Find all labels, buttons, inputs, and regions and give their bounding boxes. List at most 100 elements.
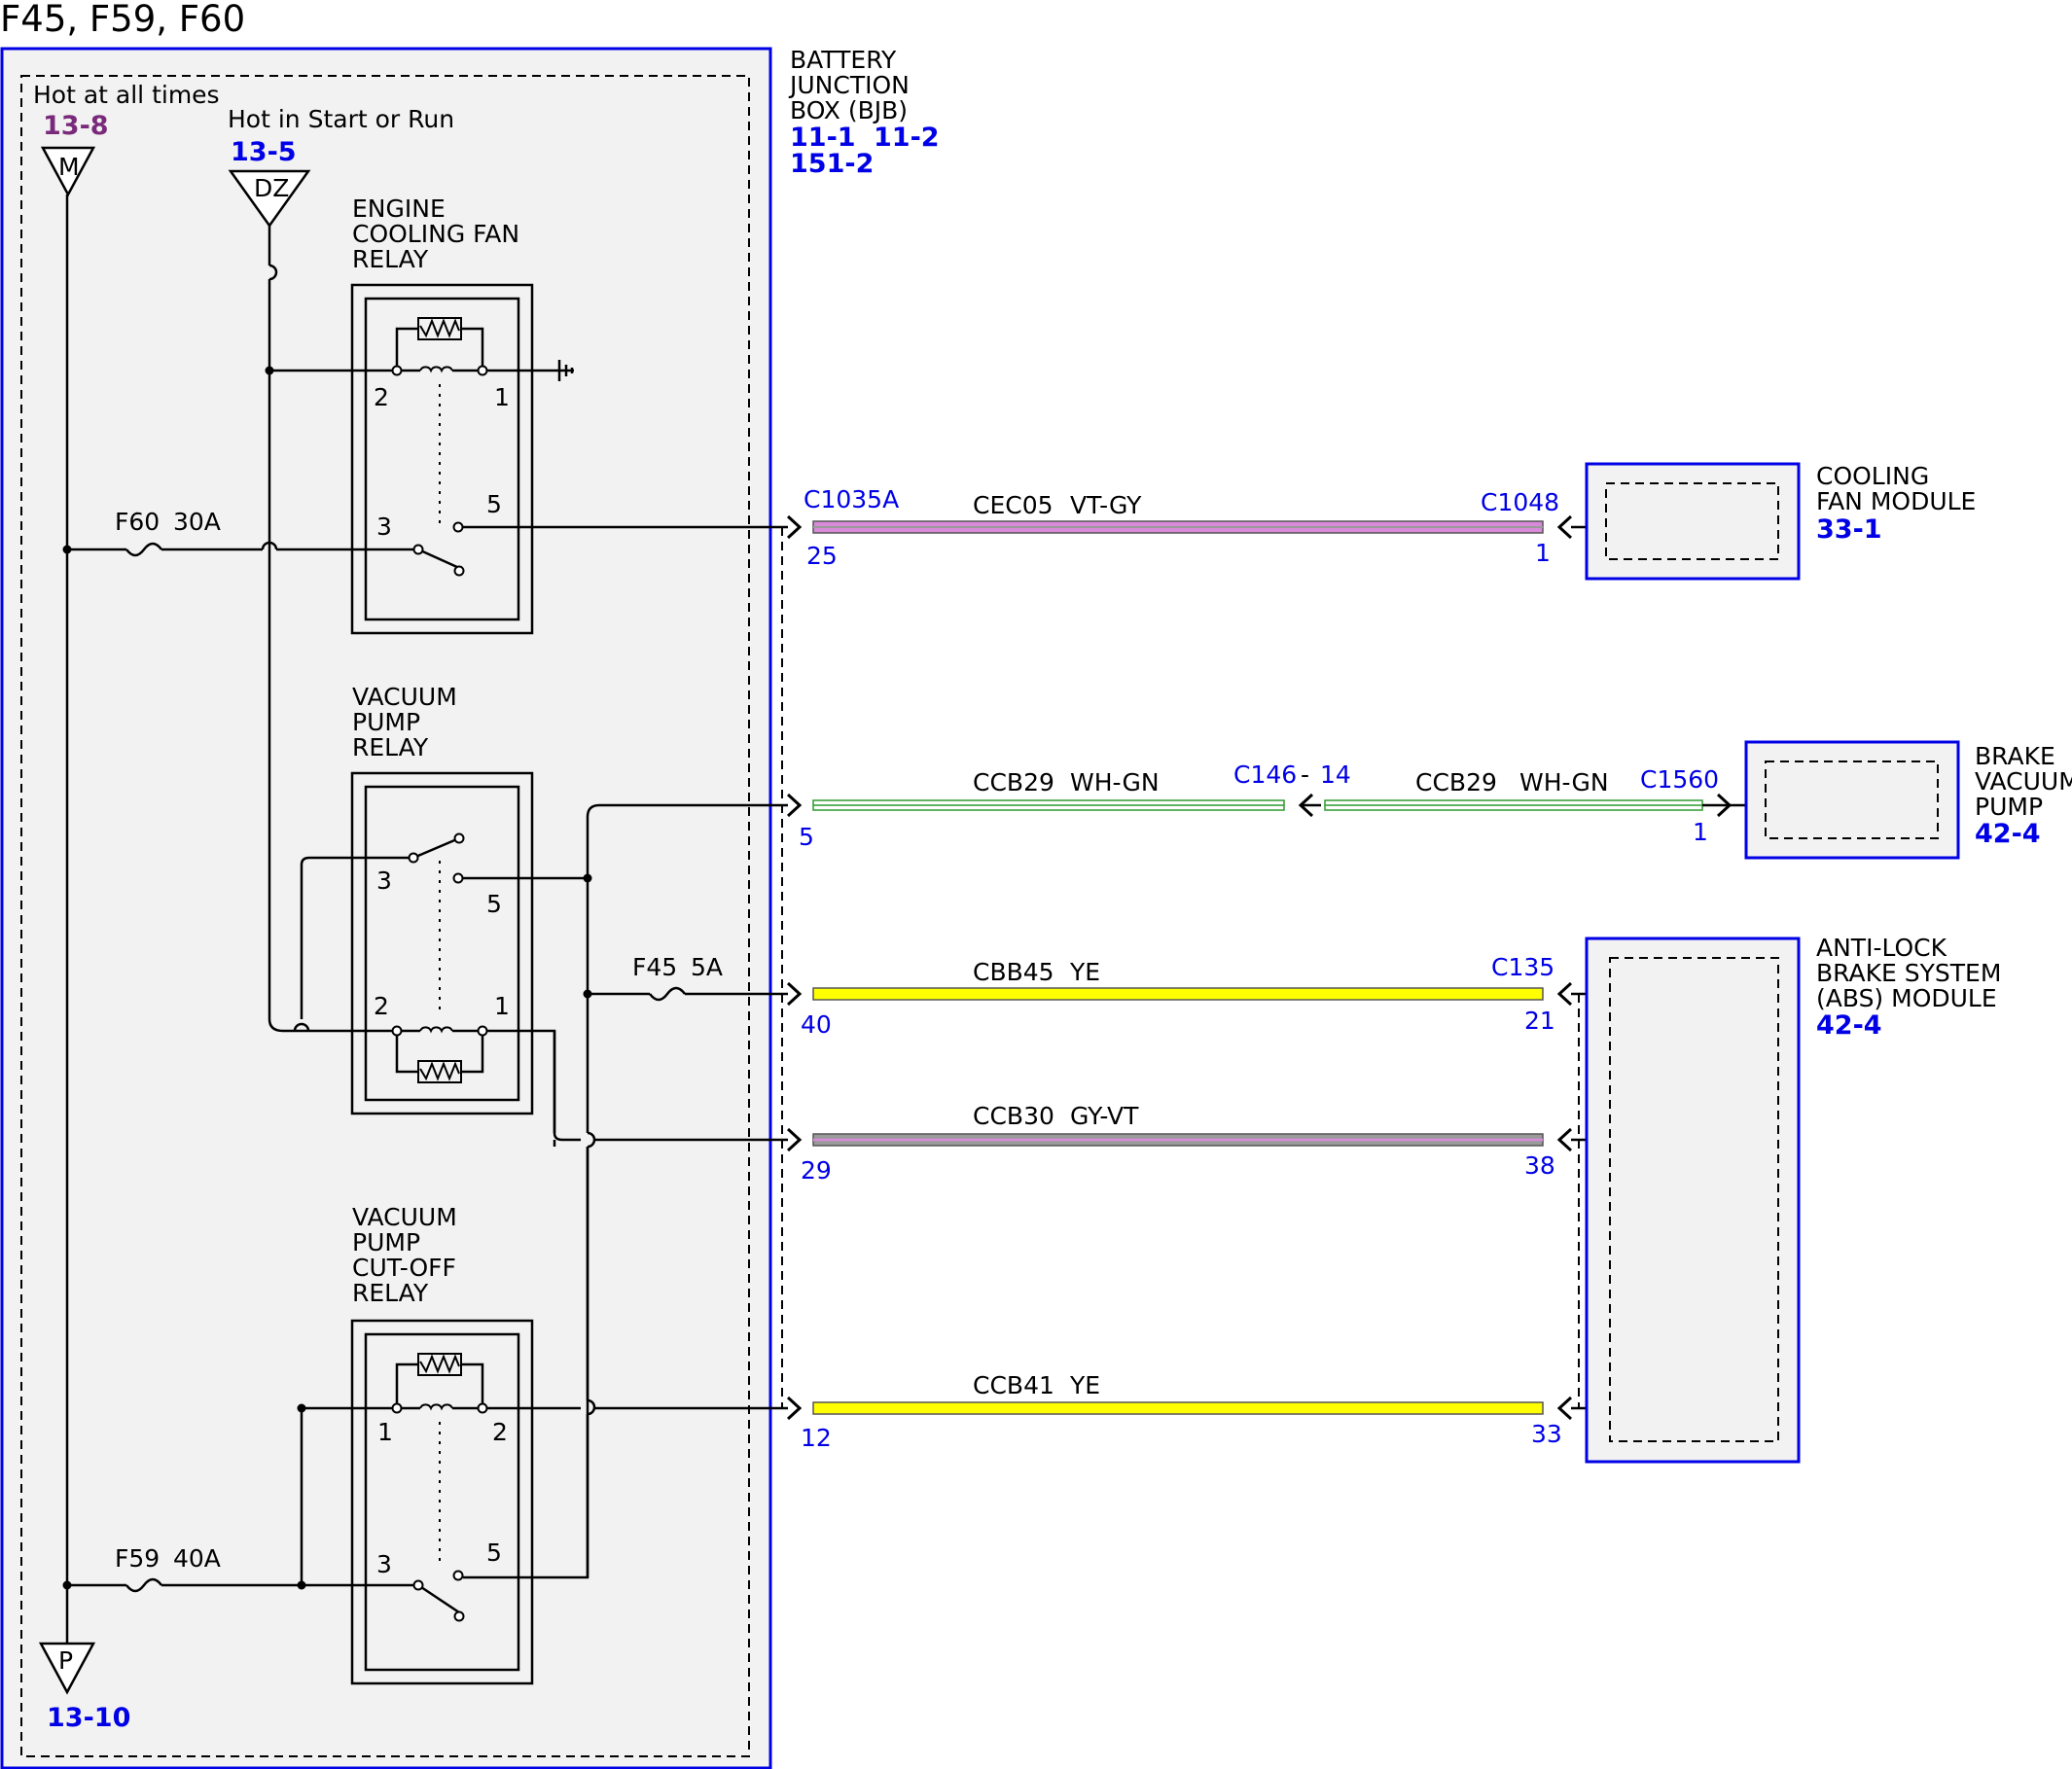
relay-pin: 3 [376, 867, 392, 895]
bjb-boundary [0, 47, 772, 1769]
relay-label: VACUUM [352, 683, 457, 711]
bjb-name-line: BOX (BJB) [790, 96, 908, 124]
vacuum-pump-relay: VACUUM PUMP RELAY 3 5 2 1 [293, 683, 592, 1147]
bjb-ref-link[interactable]: 11-2 [874, 123, 940, 153]
power-triangle-m-icon: M [40, 146, 96, 197]
m-label: M [58, 153, 80, 181]
pin-25: 25 [806, 542, 838, 570]
relay-pin: 5 [486, 490, 502, 518]
f59-name: F59 [115, 1544, 160, 1573]
relay-pin: 2 [374, 992, 389, 1020]
power-triangle-dz-icon: DZ [228, 169, 311, 229]
hot-all-times-ref-link[interactable]: 13-8 [43, 111, 109, 141]
cooling-fan-module-ref-link[interactable]: 33-1 [1816, 514, 1882, 545]
hot-all-times-label: Hot at all times [33, 81, 220, 109]
relay-pin: 1 [377, 1418, 393, 1446]
connector-c1560[interactable]: C1560 [1640, 765, 1719, 794]
circuit-cbb45: 40 CBB45 YE C135 21 [786, 953, 1610, 1039]
connector-c1035a[interactable]: C1035A [804, 485, 899, 513]
relay-label: COOLING FAN [352, 220, 519, 248]
pin-1: 1 [1693, 818, 1708, 846]
pin-21: 21 [1524, 1007, 1555, 1035]
pin-40: 40 [801, 1010, 832, 1039]
f60-rating: 30A [173, 508, 221, 536]
wire-color-vt-gy: VT-GY [1070, 491, 1142, 519]
brake-vacuum-pump-ref-link[interactable]: 42-4 [1975, 819, 2041, 849]
relay-pin: 2 [374, 383, 389, 411]
module-label: (ABS) MODULE [1816, 984, 1997, 1012]
connector-c135[interactable]: C135 [1491, 953, 1554, 981]
f59-rating: 40A [173, 1544, 221, 1573]
pin-33: 33 [1531, 1420, 1562, 1448]
cooling-fan-module[interactable]: COOLING FAN MODULE 33-1 [1585, 462, 1976, 581]
bjb-name-line: JUNCTION [788, 71, 910, 99]
relay-pin: 5 [486, 1539, 502, 1567]
wire-ccb30: CCB30 [973, 1102, 1054, 1130]
wire-color-ye: YE [1069, 1371, 1100, 1399]
relay-label: VACUUM [352, 1203, 457, 1231]
relay-label: RELAY [352, 245, 429, 273]
relay-label: PUMP [352, 1228, 420, 1256]
wire-ccb41: CCB41 [973, 1371, 1054, 1399]
relay-label: ENGINE [352, 195, 446, 223]
relay-label: CUT-OFF [352, 1254, 456, 1282]
p-label: P [58, 1646, 73, 1675]
wire-ccb29: CCB29 [973, 768, 1054, 796]
wire-color-wh-gn: WH-GN [1070, 768, 1160, 796]
pin-38: 38 [1524, 1151, 1555, 1180]
pin-12: 12 [801, 1424, 832, 1452]
module-label: ANTI-LOCK [1816, 934, 1947, 962]
wire-color-gy-vt: GY-VT [1070, 1102, 1139, 1130]
pin-5: 5 [799, 823, 814, 851]
p-ref-link[interactable]: 13-10 [47, 1703, 130, 1733]
abs-module-ref-link[interactable]: 42-4 [1816, 1010, 1882, 1041]
module-label: PUMP [1975, 793, 2043, 821]
bjb-inner-dashed [20, 75, 750, 1757]
engine-cooling-fan-relay: ENGINE COOLING FAN RELAY 2 1 3 5 [269, 195, 788, 635]
abs-module[interactable]: ANTI-LOCK BRAKE SYSTEM (ABS) MODULE 42-4 [1585, 934, 2001, 1464]
relay-label: RELAY [352, 1279, 429, 1307]
module-label: VACUUM [1975, 767, 2072, 796]
module-label: BRAKE SYSTEM [1816, 959, 2001, 987]
connector-c1048[interactable]: C1048 [1481, 488, 1559, 516]
wire-color-ye: YE [1069, 958, 1100, 986]
dz-label: DZ [254, 174, 289, 202]
relay-pin: 5 [486, 890, 502, 918]
vacuum-pump-cutoff-relay: VACUUM PUMP CUT-OFF RELAY 1 2 3 5 [297, 1203, 788, 1685]
relay-pin: 3 [376, 513, 392, 541]
wire-cec05: CEC05 [973, 491, 1054, 519]
relay-pin: 3 [376, 1550, 392, 1578]
module-label: COOLING [1816, 462, 1929, 490]
f60-name: F60 [115, 508, 160, 536]
bjb-label: BATTERY JUNCTION BOX (BJB) 11-1 11-2 151… [788, 46, 940, 179]
wire-color-wh-gn: WH-GN [1519, 768, 1609, 796]
f45-rating: 5A [691, 953, 723, 981]
bjb-name-line: BATTERY [790, 46, 897, 74]
wire-cbb45: CBB45 [973, 958, 1054, 986]
module-label: BRAKE [1975, 742, 2055, 770]
relay-pin: 2 [492, 1418, 508, 1446]
relay-label: RELAY [352, 733, 429, 761]
circuit-ccb30: 29 CCB30 GY-VT 38 [786, 1102, 1610, 1185]
pin-14: 14 [1320, 761, 1351, 789]
wire-ccb29: CCB29 [1415, 768, 1497, 796]
relay-pin: 1 [494, 992, 510, 1020]
connector-c146[interactable]: C146 [1233, 761, 1297, 789]
pin-1: 1 [1535, 539, 1551, 567]
f45-name: F45 [632, 953, 677, 981]
circuit-ccb29: 5 CCB29 WH-GN C146 - 14 CCB29 WH-GN C156… [786, 761, 1759, 851]
diagram-title: F45, F59, F60 [0, 0, 245, 40]
relay-label: PUMP [352, 708, 420, 736]
brake-vacuum-pump[interactable]: BRAKE VACUUM PUMP 42-4 [1744, 740, 2072, 860]
hot-start-run-label: Hot in Start or Run [228, 105, 454, 133]
bjb-ref-link[interactable]: 11-1 [790, 123, 856, 153]
bjb-ref-link[interactable]: 151-2 [790, 149, 874, 179]
hot-start-run-ref-link[interactable]: 13-5 [231, 137, 297, 167]
circuit-ccb41: 12 CCB41 YE 33 [786, 1371, 1610, 1452]
module-label: FAN MODULE [1816, 487, 1976, 515]
inline-separator: - [1301, 761, 1309, 789]
relay-pin: 1 [494, 383, 510, 411]
circuit-cec05: C1035A 25 CEC05 VT-GY C1048 1 [786, 485, 1605, 570]
pin-29: 29 [801, 1156, 832, 1185]
